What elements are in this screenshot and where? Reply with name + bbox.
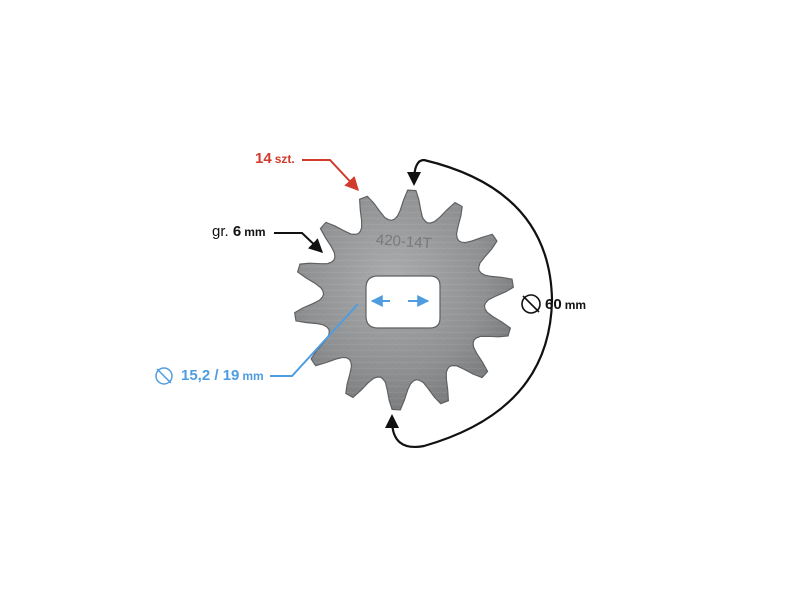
diameter-unit: mm — [564, 298, 587, 312]
teeth-count-unit: szt. — [274, 152, 295, 166]
bore-diameter-icon — [155, 367, 173, 385]
thickness-unit: mm — [244, 225, 266, 239]
diameter-arrow-top — [407, 172, 421, 186]
diameter-arc — [390, 158, 554, 449]
teeth-leader-line — [302, 159, 359, 192]
sprocket-engraving: 420-14T — [375, 231, 432, 252]
diameter-value: 60 — [545, 296, 562, 313]
diameter-arrow-bottom — [385, 414, 399, 428]
sprocket-bore-hole — [365, 275, 441, 329]
bore-value: 15,2 / 19 — [181, 367, 240, 384]
bore-leader-line — [270, 303, 359, 377]
teeth-count-value: 14 — [255, 150, 272, 167]
diameter-dimension — [385, 158, 554, 449]
sprocket: 420-14T — [294, 189, 514, 411]
diameter-symbol-slash — [522, 295, 540, 313]
thickness-prefix: gr. — [212, 223, 229, 240]
thickness-leader-line — [274, 232, 324, 253]
bore-unit: mm — [242, 369, 264, 383]
thickness-value: 6 — [232, 223, 242, 240]
